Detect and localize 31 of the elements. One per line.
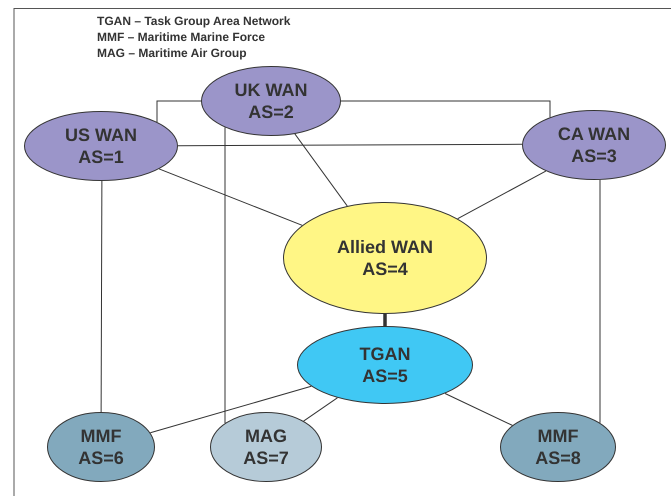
connector-line [444, 392, 513, 426]
connector-line [150, 386, 312, 434]
as-number: AS=4 [362, 258, 408, 280]
network-name: MMF [80, 425, 122, 447]
connector-line [156, 100, 202, 122]
connector-line [457, 170, 546, 220]
as-number: AS=3 [571, 145, 617, 167]
abbreviation-note: MMF – Maritime Marine Force [97, 30, 266, 45]
network-name: TGAN [360, 343, 410, 365]
network-name: CA WAN [558, 123, 630, 145]
as-number: AS=7 [243, 447, 289, 469]
network-name: US WAN [65, 124, 137, 146]
connector-line [303, 397, 338, 422]
as-number: AS=2 [248, 101, 294, 123]
abbreviation-note: MAG – Maritime Air Group [97, 46, 247, 61]
as-number: AS=5 [362, 365, 408, 387]
connector-line [100, 180, 102, 412]
as-number: AS=8 [535, 447, 581, 469]
network-name: MAG [245, 425, 287, 447]
as-number: AS=1 [78, 146, 124, 168]
network-name: Allied WAN [336, 236, 433, 258]
connector-line [178, 144, 523, 146]
network-name: MMF [538, 425, 578, 447]
connector-line [294, 133, 348, 206]
abbreviation-note: TGAN – Task Group Area Network [97, 14, 290, 29]
connector-line [340, 100, 550, 118]
network-name: UK WAN [234, 79, 308, 101]
connector-line [224, 126, 226, 424]
as-number: AS=6 [78, 447, 124, 469]
connector-line [383, 314, 387, 326]
connector-line [158, 168, 303, 226]
